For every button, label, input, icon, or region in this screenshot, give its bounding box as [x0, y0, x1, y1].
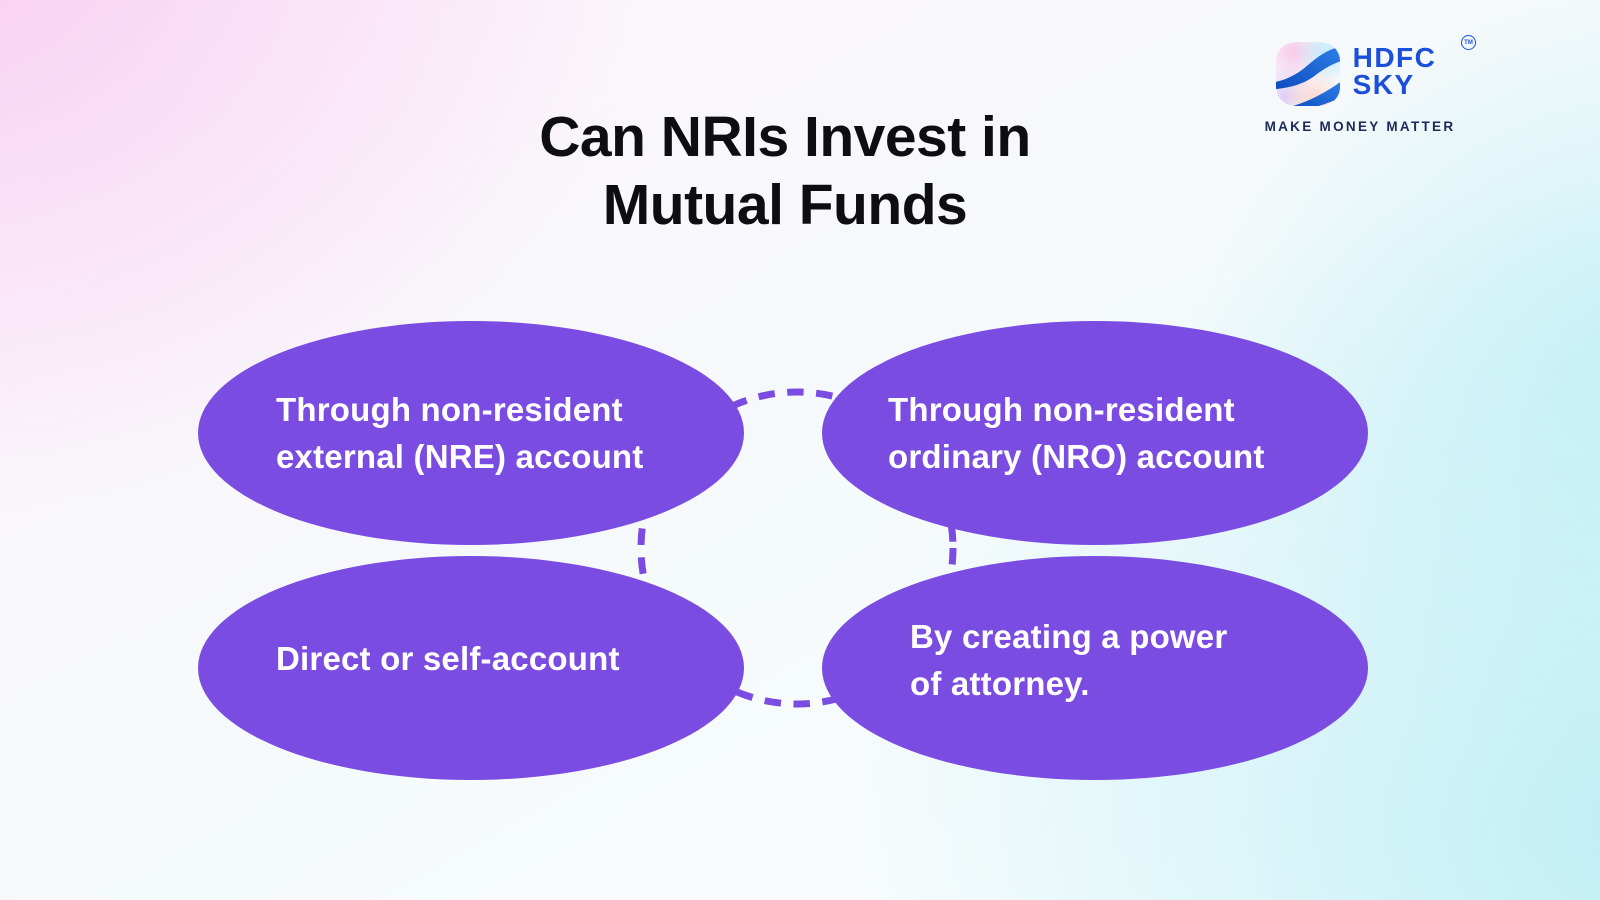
page-title-line-1: Can NRIs Invest in	[539, 105, 1031, 169]
bubble-nre-account: Through non-resident external (NRE) acco…	[198, 321, 744, 545]
swoosh-lower	[1283, 80, 1340, 106]
bubble-power-of-attorney: By creating a power of attorney.	[822, 556, 1368, 780]
hdfc-sky-logo: HDFC SKY TM MAKE MONEY MATTER	[1252, 35, 1476, 134]
brand-name-line1: HDFC	[1352, 42, 1437, 73]
brand-name-line2: SKY	[1352, 69, 1415, 100]
bubble-text-line: Through non-resident	[276, 391, 623, 428]
bubble-nro-account-label: Through non-resident ordinary (NRO) acco…	[822, 386, 1281, 480]
brand-row: HDFC SKY TM	[1252, 35, 1476, 110]
bubble-nre-account-label: Through non-resident external (NRE) acco…	[198, 386, 659, 480]
dashed-circle	[637, 388, 957, 708]
bubble-power-of-attorney-label: By creating a power of attorney.	[822, 613, 1243, 707]
bubble-nro-account: Through non-resident ordinary (NRO) acco…	[822, 321, 1368, 545]
brand-tagline: MAKE MONEY MATTER	[1264, 119, 1456, 134]
bubble-text-line: Direct or self-account	[276, 639, 620, 677]
trademark-symbol: TM	[1461, 35, 1476, 50]
bubble-text-line: ordinary (NRO) account	[888, 438, 1265, 475]
page-title: Can NRIs Invest in Mutual Funds	[385, 103, 1185, 239]
bubble-text-line: of attorney.	[910, 665, 1090, 702]
bubble-text-line: external (NRE) account	[276, 438, 644, 475]
bubble-direct-account-label: Direct or self-account	[198, 635, 636, 682]
brand-wordmark: HDFC SKY	[1352, 42, 1437, 100]
hdfc-sky-logo-icon	[1275, 42, 1340, 106]
bubble-text-line: Through non-resident	[888, 391, 1235, 428]
page-title-line-2: Mutual Funds	[602, 173, 968, 237]
bubble-direct-account: Direct or self-account	[198, 556, 744, 780]
swoosh-upper	[1275, 45, 1340, 90]
bubble-text-line: By creating a power	[910, 618, 1228, 655]
